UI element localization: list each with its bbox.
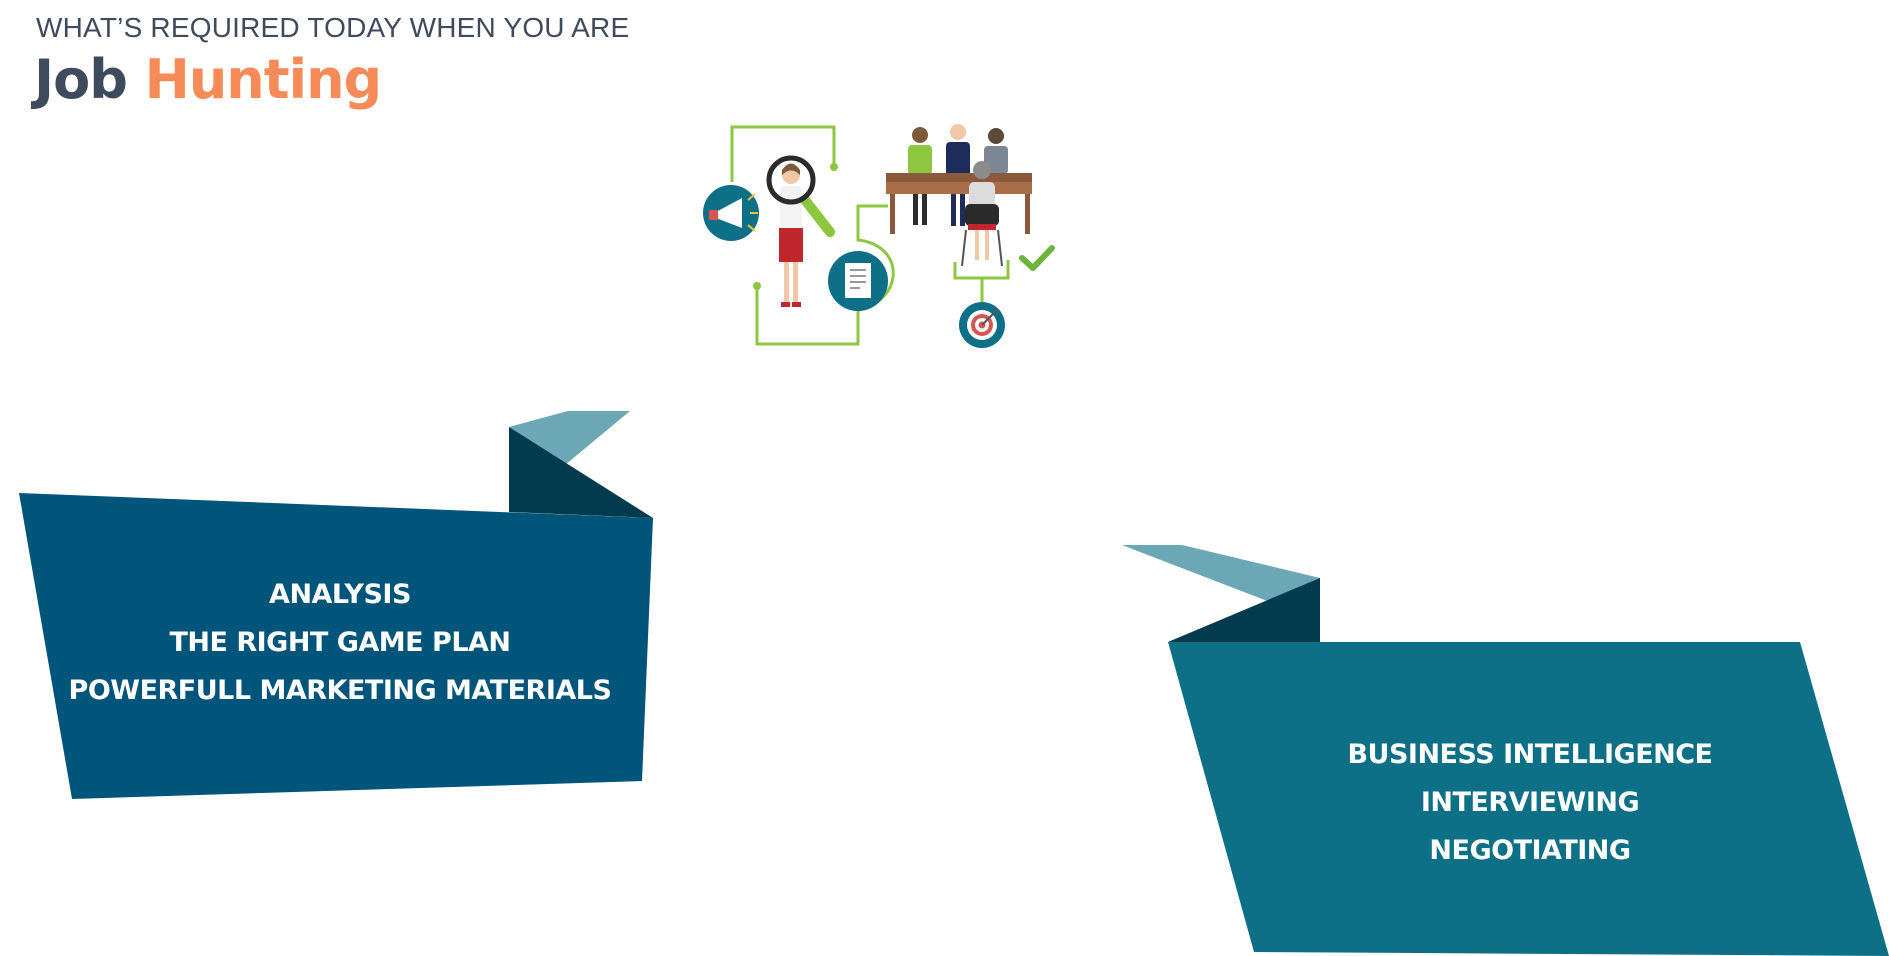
left-banner-line-3: POWERFULL MARKETING MATERIALS [68, 675, 612, 706]
document-icon [828, 251, 888, 311]
left-banner-fold-dark [509, 427, 653, 518]
left-banner-text: ANALYSIS THE RIGHT GAME PLAN POWERFULL M… [40, 571, 640, 715]
checkmark-icon [1019, 245, 1055, 271]
right-banner-text: BUSINESS INTELLIGENCE INTERVIEWING NEGOT… [1230, 731, 1830, 875]
page-title: Job Hunting [34, 46, 383, 114]
left-banner-body [19, 493, 653, 799]
right-banner-line-1: BUSINESS INTELLIGENCE [1347, 739, 1713, 770]
left-banner [19, 411, 653, 799]
left-banner-line-1: ANALYSIS [269, 579, 411, 610]
right-banner-line-2: INTERVIEWING [1420, 787, 1640, 818]
magnifier-icon [766, 155, 835, 237]
target-icon [959, 302, 1005, 348]
right-banner-body [1168, 642, 1889, 956]
job-hunting-illustration [703, 124, 1055, 348]
left-banner-line-2: THE RIGHT GAME PLAN [169, 627, 511, 658]
right-banner-fold-dark [1168, 578, 1320, 642]
megaphone-icon [703, 185, 759, 241]
right-banner-line-3: NEGOTIATING [1429, 835, 1631, 866]
woman-figure-icon [779, 163, 803, 307]
left-banner-fold-light [509, 411, 630, 465]
page-subtitle: WHAT’S REQUIRED TODAY WHEN YOU ARE [36, 12, 630, 43]
interview-panel-icon [886, 124, 1032, 267]
title-word-job: Job [34, 48, 128, 111]
right-banner [1122, 545, 1889, 956]
right-banner-fold-light [1122, 545, 1320, 602]
title-word-hunting: Hunting [144, 48, 383, 111]
